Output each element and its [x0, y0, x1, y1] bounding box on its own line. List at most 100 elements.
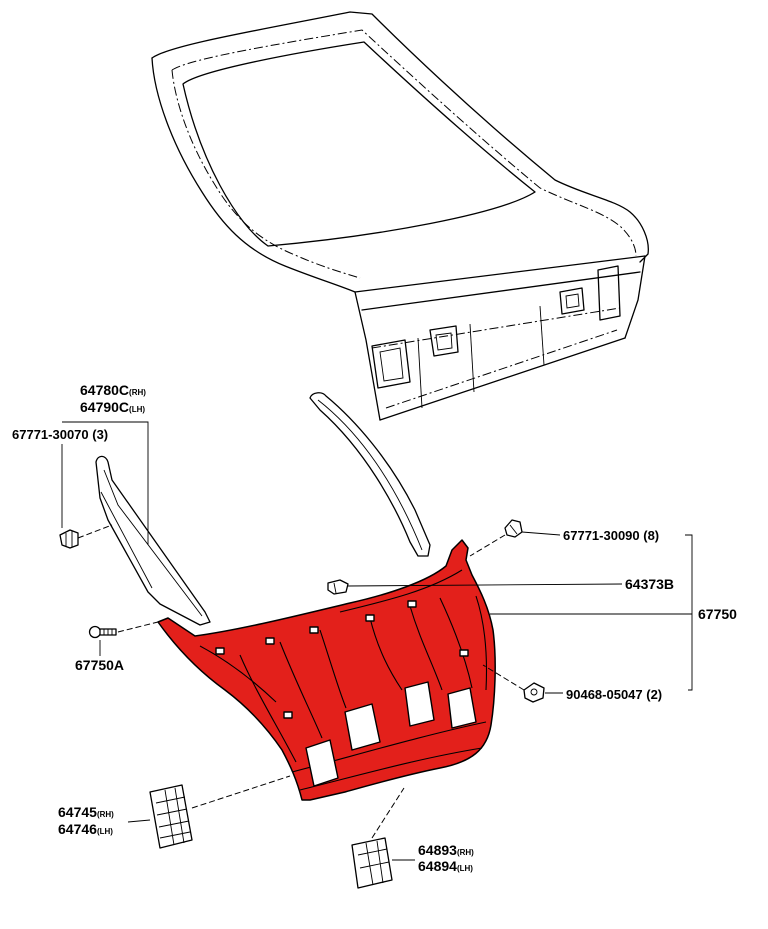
panel-clip-seat — [459, 649, 469, 657]
lid-left-edge — [151, 57, 356, 293]
label-67750a: 67750A — [75, 657, 124, 673]
lid-inner-dash-line — [171, 29, 637, 257]
cover-grid — [155, 787, 191, 846]
panel-rib — [279, 641, 323, 739]
panel-clip-seat — [283, 711, 293, 719]
leader-67771-30070-dashed — [77, 524, 113, 539]
left-strip-inner-line-2 — [100, 491, 153, 589]
leader-90468-05047-dashed — [482, 664, 525, 691]
panel-rib — [339, 569, 463, 613]
panel-rib — [369, 617, 403, 691]
label-67771-30090: 67771-30090 (8) — [563, 528, 659, 543]
label-64780c: 64780C(RH) — [80, 382, 146, 398]
label-67750: 67750 — [698, 606, 737, 622]
cover-64745 — [149, 784, 193, 849]
side-qualifier: (RH) — [97, 810, 114, 819]
retainer-detail — [333, 582, 337, 594]
lid-rear-hidden-line-2 — [385, 329, 618, 409]
lid-rear-bottom-line — [379, 337, 626, 421]
side-qualifier: (LH) — [97, 827, 113, 836]
leader-67771-30090-dashed — [469, 534, 506, 557]
label-64790c: 64790C(LH) — [80, 399, 145, 415]
side-qualifier: (RH) — [129, 388, 146, 397]
trunk-lid — [151, 11, 649, 421]
side-qualifier: (LH) — [457, 864, 473, 873]
bolt-head — [88, 625, 102, 639]
clip-67771-30090 — [504, 519, 523, 538]
leader-64373b — [347, 583, 623, 587]
clip-body — [523, 682, 545, 703]
part-number: 64790C — [80, 399, 129, 415]
label-64893: 64893(RH) — [418, 842, 474, 858]
leader-67771-30090 — [521, 531, 561, 536]
lid-recess-center-inner — [435, 332, 453, 351]
side-qualifier: (LH) — [129, 405, 145, 414]
lid-rear-right-side — [624, 255, 646, 339]
lid-rear-hidden-line — [371, 307, 621, 349]
panel-cutout — [305, 739, 339, 787]
cover-detail — [357, 840, 390, 886]
panel-rib — [439, 597, 473, 689]
part-number: 64893 — [418, 842, 457, 858]
lid-rear-second-line — [361, 271, 641, 311]
lid-recess-center — [429, 325, 459, 357]
clip-67771-30070 — [59, 529, 79, 549]
callout-labels: 64780C(RH) 64790C(LH) 67771-30070 (3) 67… — [12, 382, 737, 874]
cover-64893 — [351, 837, 393, 889]
panel-rib — [239, 654, 297, 763]
panel-rib — [319, 629, 347, 709]
left-strip-inner-line — [103, 469, 203, 617]
lid-recess-right — [559, 287, 585, 315]
panel-rib — [199, 645, 277, 703]
leader-lines — [61, 421, 693, 861]
label-64745: 64745(RH) — [58, 804, 114, 820]
clip-detail — [509, 524, 518, 535]
lid-window-outline — [182, 41, 536, 247]
panel-clip-seat — [365, 614, 375, 622]
right-arched-strip — [309, 392, 431, 557]
trunk-trim-panel-group — [157, 539, 496, 801]
left-weatherstrip — [95, 455, 211, 626]
panel-rib — [409, 605, 443, 691]
panel-clip-seat — [407, 600, 417, 608]
leader-64780c-bracket — [62, 421, 149, 545]
right-strip-inner-line — [317, 399, 423, 551]
right-strip-outline — [309, 392, 431, 557]
clip-body — [504, 519, 523, 538]
clip-detail — [65, 531, 73, 547]
panel-cutout — [344, 703, 381, 751]
part-number: 64745 — [58, 804, 97, 820]
part-number: 64780C — [80, 382, 129, 398]
leader-64893-dashed — [371, 787, 405, 839]
clip-90468-05047 — [523, 682, 545, 703]
clip-hole — [530, 688, 538, 696]
label-67771-30070: 67771-30070 (3) — [12, 427, 108, 442]
panel-clip-seat — [215, 647, 225, 655]
part-number: 64746 — [58, 821, 97, 837]
retainer-64373b — [327, 579, 349, 595]
lid-rear-rib-1 — [417, 337, 423, 409]
label-64746: 64746(LH) — [58, 821, 113, 837]
panel-clip-seat — [265, 637, 275, 645]
panel-cutout — [447, 687, 477, 729]
side-qualifier: (RH) — [457, 848, 474, 857]
bolt-thread — [103, 629, 113, 635]
lid-recess-right-inner — [565, 293, 580, 309]
panel-clip-seat — [309, 626, 319, 634]
leader-67750a-dashed — [117, 621, 159, 633]
label-90468-05047: 90468-05047 (2) — [566, 687, 662, 702]
leader-67750-bracket — [685, 534, 693, 691]
lid-recess-left-inner — [379, 347, 404, 382]
panel-rib — [475, 595, 488, 691]
lid-rear-left-side — [354, 291, 381, 421]
clip-body — [59, 529, 79, 549]
cover-body — [149, 784, 193, 849]
lid-rear-rib-2 — [469, 323, 475, 393]
retainer-body — [327, 579, 349, 595]
lid-recess-far-right — [597, 265, 621, 321]
bolt-67750a — [88, 625, 117, 639]
leader-64745-dashed — [191, 775, 291, 809]
lid-inner-dash-line-left — [171, 69, 361, 279]
label-64894: 64894(LH) — [418, 858, 473, 874]
